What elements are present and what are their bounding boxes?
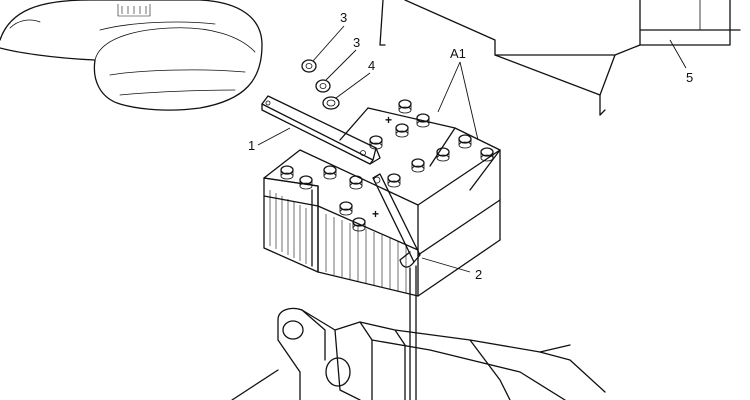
- seat-cushion: [0, 0, 263, 111]
- callout-a1: A1: [450, 46, 466, 61]
- callout-2: 2: [475, 267, 482, 282]
- terminal-post: [398, 99, 412, 114]
- terminal-post: [323, 165, 337, 180]
- terminal-post: [458, 134, 472, 149]
- terminal-post: [299, 175, 313, 190]
- washer: [322, 96, 340, 110]
- nut-middle: [315, 79, 331, 93]
- callout-5: 5: [686, 70, 693, 85]
- callout-1: 1: [248, 138, 255, 153]
- terminal-post: [349, 175, 363, 190]
- nut-upper: [301, 59, 317, 73]
- positive-mark-back: +: [385, 113, 392, 127]
- callout-3-upper: 3: [340, 10, 347, 25]
- support-line: [379, 0, 386, 46]
- leader-lines: [257, 25, 687, 273]
- terminal-post: [395, 123, 409, 138]
- terminal-post: [280, 165, 294, 180]
- terminal-post: [339, 201, 353, 216]
- positive-mark-front: +: [372, 207, 379, 221]
- hold-down-bracket: [261, 95, 381, 165]
- terminal-post: [387, 173, 401, 188]
- terminal-post: [352, 217, 366, 232]
- callout-4: 4: [368, 58, 375, 73]
- callout-3-lower: 3: [353, 35, 360, 50]
- terminal-post: [480, 147, 494, 162]
- terminal-post: [369, 135, 383, 150]
- terminal-post: [411, 158, 425, 173]
- terminal-post: [436, 147, 450, 162]
- terminal-post: [416, 113, 430, 128]
- cover-plate: [404, 0, 741, 116]
- battery-front: +: [263, 149, 501, 297]
- base-frame: [231, 307, 606, 400]
